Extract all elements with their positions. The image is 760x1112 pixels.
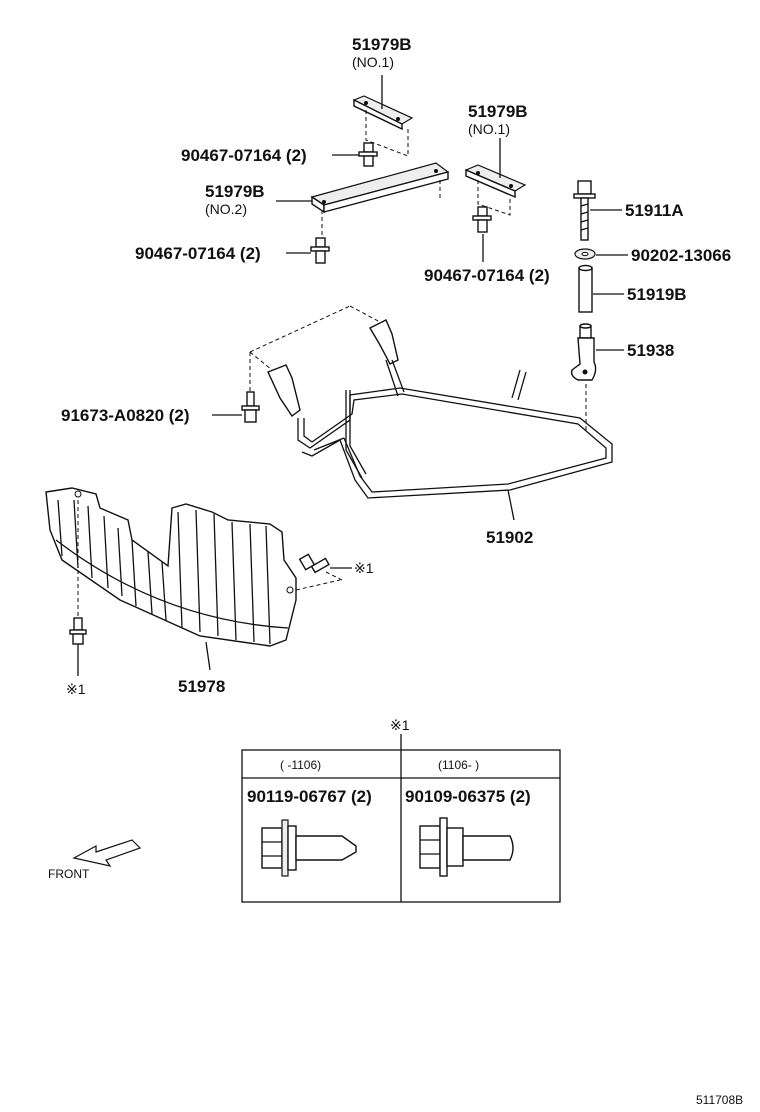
front-arrow-icon bbox=[72, 839, 142, 867]
clip-90467-c bbox=[472, 206, 492, 233]
label-51979b-no2: 51979B bbox=[205, 182, 265, 201]
label-91673: 91673-A0820 (2) bbox=[61, 406, 190, 425]
label-51938: 51938 bbox=[627, 341, 674, 360]
bracket-51979b-no1-right bbox=[464, 138, 527, 216]
bolt-90109-drawing bbox=[419, 817, 514, 877]
washer-90202 bbox=[574, 248, 596, 260]
screw-91673 bbox=[241, 352, 260, 423]
ref-screw-left bbox=[69, 500, 87, 645]
label-51979b-no1-right: 51979B bbox=[468, 102, 528, 121]
bracket-51979b-no1-top bbox=[352, 75, 414, 157]
ref-table-col2-header: (1106- ) bbox=[438, 758, 479, 772]
bolt-51911a bbox=[573, 180, 596, 241]
diagram-code: 511708B bbox=[696, 1093, 743, 1107]
frame-51902 bbox=[249, 305, 613, 499]
cover-51978 bbox=[45, 487, 297, 647]
bracket-51938 bbox=[570, 323, 597, 381]
ref-screw-right bbox=[295, 553, 343, 591]
bracket-51979b-no2 bbox=[310, 162, 450, 236]
label-washer: 90202-13066 bbox=[631, 246, 731, 265]
label-clip-b: 90467-07164 (2) bbox=[135, 244, 261, 263]
label-51978: 51978 bbox=[178, 677, 225, 696]
label-clip-c: 90467-07164 (2) bbox=[424, 266, 550, 285]
label-ref-right: ※1 bbox=[354, 560, 374, 576]
clip-90467-a bbox=[358, 142, 378, 167]
ref-table-col1-part: 90119-06767 (2) bbox=[247, 787, 372, 806]
ref-table-col2-part: 90109-06375 (2) bbox=[405, 787, 531, 806]
label-ref-table: ※1 bbox=[390, 717, 410, 733]
ref-table-col1-header: ( -1106) bbox=[280, 758, 321, 772]
label-no1-top: (NO.1) bbox=[352, 54, 394, 70]
label-clip-a: 90467-07164 (2) bbox=[181, 146, 307, 165]
bolt-90119-drawing bbox=[261, 819, 357, 877]
label-51979b-no1-top: 51979B bbox=[352, 35, 412, 54]
label-51902: 51902 bbox=[486, 528, 533, 547]
label-no2: (NO.2) bbox=[205, 201, 247, 217]
label-front: FRONT bbox=[48, 867, 90, 881]
collar-51919b bbox=[578, 264, 593, 313]
label-no1-right: (NO.1) bbox=[468, 121, 510, 137]
label-ref-left: ※1 bbox=[66, 681, 86, 697]
clip-90467-b bbox=[310, 237, 330, 264]
label-51919b: 51919B bbox=[627, 285, 687, 304]
label-51911a: 51911A bbox=[625, 201, 684, 220]
